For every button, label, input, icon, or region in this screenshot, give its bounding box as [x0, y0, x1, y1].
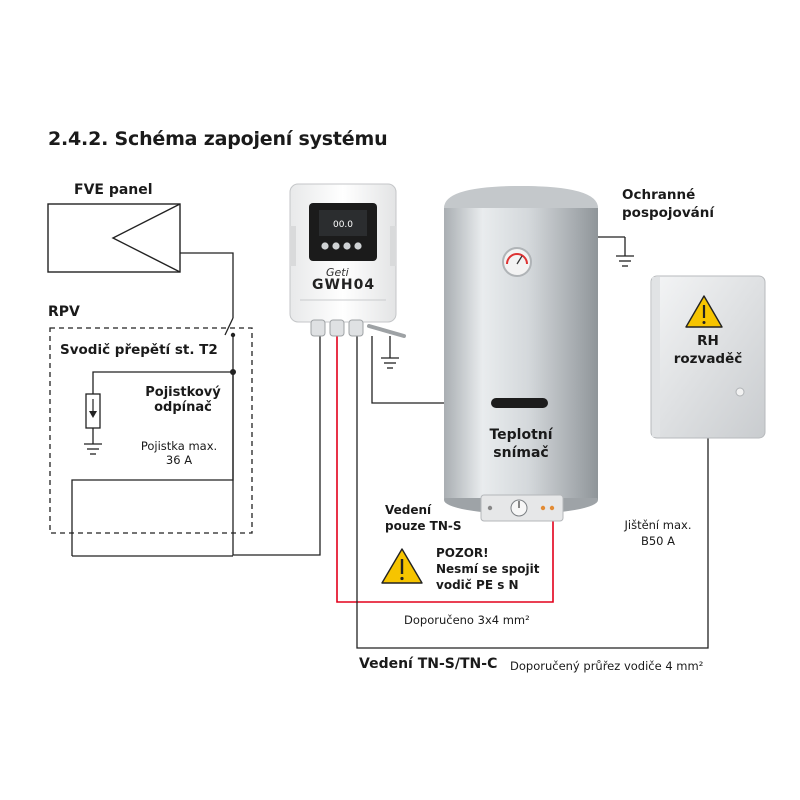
junction-dot [230, 332, 236, 338]
warning-line2: Nesmí se spojit [436, 562, 540, 576]
temp-sensor-line1: Teplotní [489, 427, 553, 443]
temp-sensor-line2: snímač [493, 445, 549, 461]
rpv-label: RPV [48, 304, 80, 320]
fuse-disconnector-line1: Pojistkový [145, 385, 221, 400]
recommended-cross-section-label: Doporučený průřez vodiče 4 mm² [510, 659, 704, 673]
dc-wiring [71, 252, 321, 557]
equipotential-line2: pospojování [622, 205, 714, 221]
tn-s-only-line1: Vedení [385, 503, 432, 517]
device-ground-symbol [381, 336, 399, 369]
equipotential-line1: Ochranné [622, 187, 696, 203]
svg-text:00.0: 00.0 [333, 220, 353, 230]
equipotential-ground-symbol [598, 236, 634, 267]
ground-symbol [84, 443, 102, 455]
breaker-label: Jištění max. B50 A [612, 517, 704, 549]
fuse-disconnector-line2: odpínač [154, 400, 212, 415]
rh-cabinet-label: RH rozvaděč [651, 332, 765, 368]
rh-cabinet [650, 275, 766, 439]
warning-text: POZOR! Nesmí se spojit vodič PE s N [436, 545, 540, 593]
fuse-max-label: Pojistka max. 36 A [126, 439, 232, 467]
junction-dot [230, 369, 236, 375]
tn-line-label: Vedení TN-S/TN-C [359, 656, 498, 672]
page-title: 2.4.2. Schéma zapojení systému [48, 128, 388, 150]
fuse-max-line1: Pojistka max. [140, 439, 218, 453]
fuse-disconnector-label: Pojistkový odpínač [128, 385, 238, 415]
warning-line3: vodič PE s N [436, 578, 519, 592]
tn-line-wire [356, 336, 709, 649]
warning-line1: POZOR! [436, 546, 489, 560]
breaker-line2: B50 A [640, 534, 676, 548]
fve-panel-symbol [47, 203, 181, 273]
temperature-probe [491, 398, 548, 408]
equipotential-label: Ochranné pospojování [622, 186, 714, 222]
surge-protector-label: Svodič přepětí st. T2 [60, 342, 218, 358]
gwh04-device: 00.0 [289, 183, 406, 338]
rh-line1: RH [697, 333, 719, 349]
breaker-line1: Jištění max. [624, 518, 692, 532]
tn-s-only-label: Vedení pouze TN-S [385, 502, 462, 534]
temperature-sensor-label: Teplotní snímač [466, 426, 576, 462]
fuse-max-line2: 36 A [165, 453, 193, 467]
water-heater [444, 186, 598, 522]
fuse-symbol [85, 393, 101, 429]
fve-panel-label: FVE panel [74, 182, 153, 198]
phase-wire [336, 336, 554, 603]
tn-s-only-line2: pouze TN-S [385, 519, 462, 533]
device-model-label: GWH04 [312, 277, 376, 293]
recommended-3x4-label: Doporučeno 3x4 mm² [404, 613, 530, 627]
rh-line2: rozvaděč [673, 351, 743, 367]
device-brand-logo: Geti [326, 266, 349, 279]
warning-icon [381, 548, 423, 584]
rpv-enclosure [49, 327, 253, 534]
